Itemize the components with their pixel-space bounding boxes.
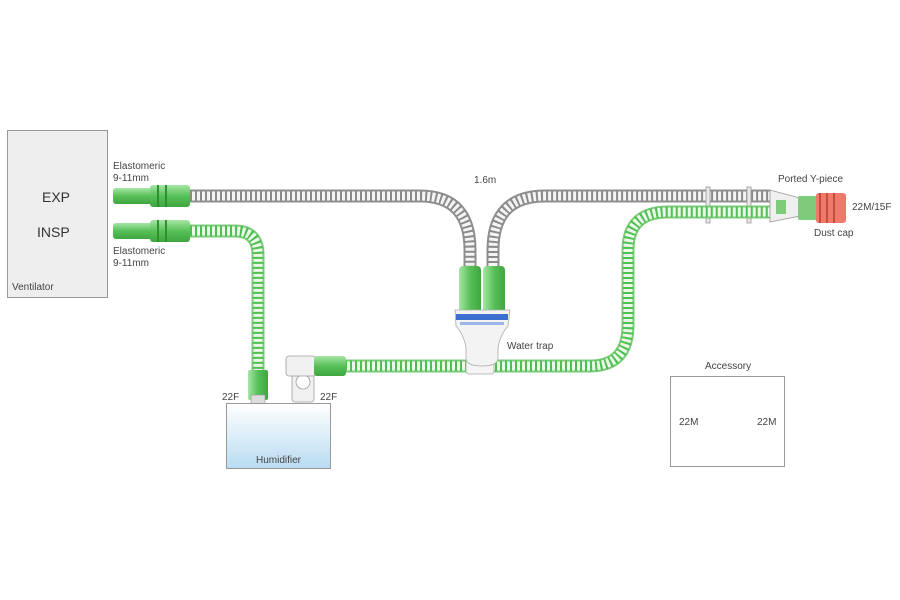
ported-y-piece-label: Ported Y-piece <box>778 174 844 185</box>
y-connector-label: 22M/15F <box>852 202 892 213</box>
dust-cap-label: Dust cap <box>814 228 854 239</box>
length-label: 1.6m <box>474 175 497 186</box>
accessory-right-port: 22M <box>757 417 777 428</box>
water-trap-label: Water trap <box>507 341 554 352</box>
humidifier-label: Humidifier <box>256 455 302 466</box>
humidifier-box <box>226 403 331 469</box>
elastomeric-bottom-label: Elastomeric <box>113 246 166 257</box>
insp-connector <box>113 220 190 242</box>
insp-label: INSP <box>37 224 70 240</box>
ventilator-label: Ventilator <box>12 282 54 293</box>
exp-connector <box>113 185 190 207</box>
humidifier-port-left-label: 22F <box>222 392 240 403</box>
humidifier-port-right-label: 22F <box>320 392 338 403</box>
elastomeric-top-label: Elastomeric <box>113 161 166 172</box>
humidifier-inlet-connector <box>248 370 268 406</box>
size-bottom-label: 9-11mm <box>113 258 149 269</box>
size-top-label: 9-11mm <box>113 173 149 184</box>
accessory-box <box>670 376 785 467</box>
inspiratory-limb-to-patient <box>345 205 775 375</box>
exp-label: EXP <box>42 189 71 205</box>
accessory-left-port: 22M <box>679 417 699 428</box>
y-piece <box>769 189 846 223</box>
expiratory-limb <box>190 186 770 268</box>
humidifier-outlet-elbow <box>285 355 346 403</box>
ventilator-box <box>7 130 108 298</box>
inspiratory-limb-to-humidifier <box>190 224 265 372</box>
water-trap <box>454 266 511 367</box>
accessory-title: Accessory <box>705 361 752 372</box>
